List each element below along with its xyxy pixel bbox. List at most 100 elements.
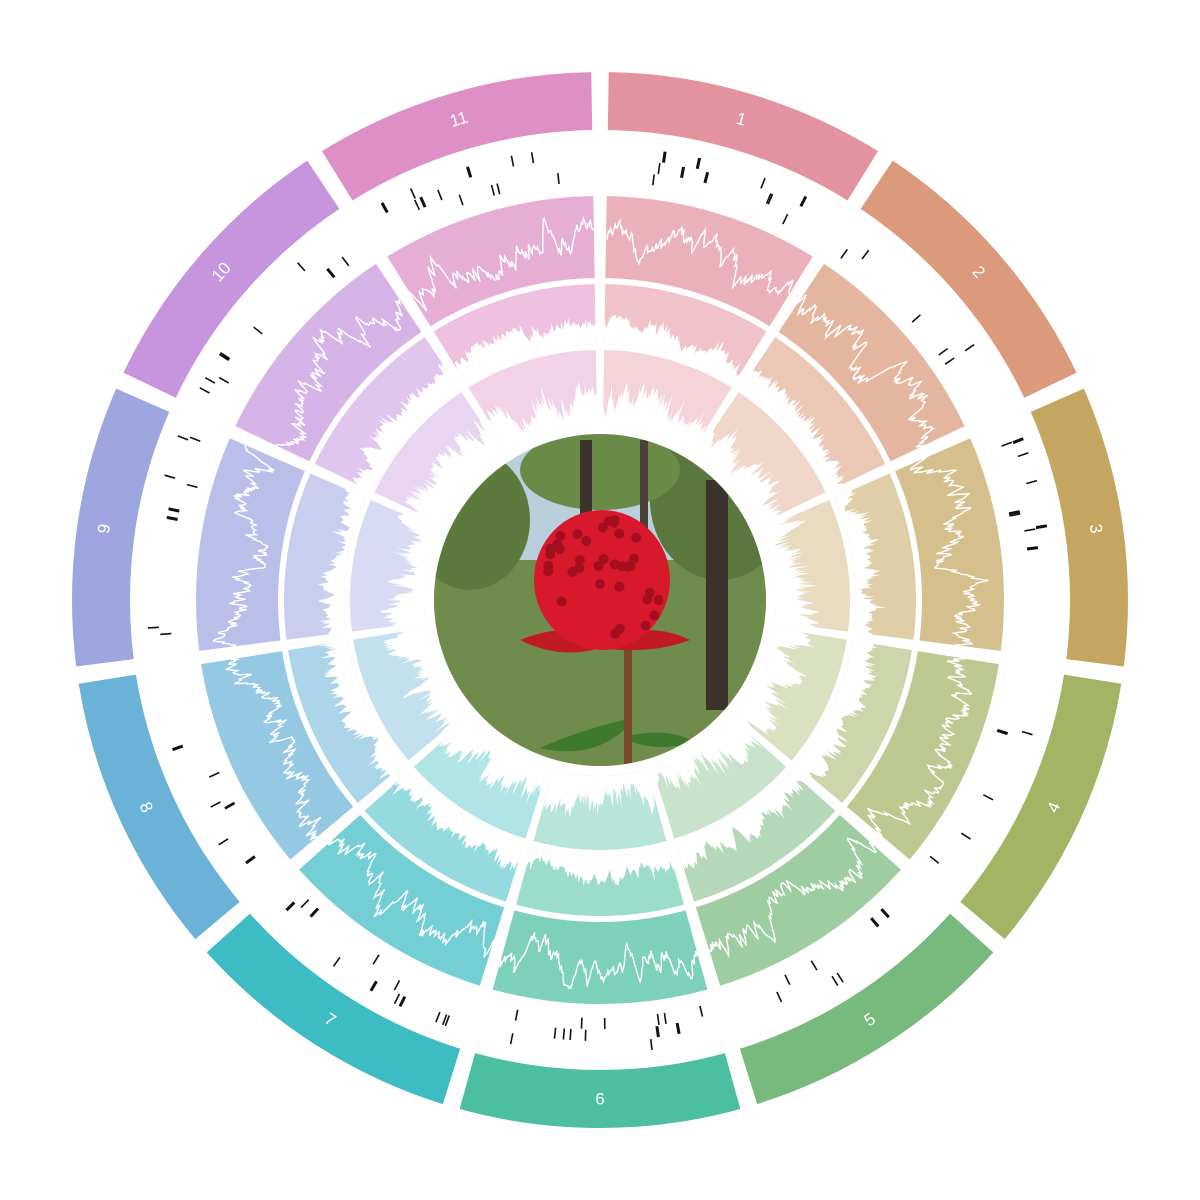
feature-tick xyxy=(409,188,416,199)
feature-tick xyxy=(458,194,464,206)
photo-bloom-floret xyxy=(629,553,639,564)
density-area-outer xyxy=(604,314,741,383)
line-plot-trace xyxy=(866,658,973,837)
photo-trunk xyxy=(706,480,728,710)
feature-tick xyxy=(1021,730,1033,736)
feature-tick xyxy=(880,908,890,919)
feature-tick xyxy=(553,1027,557,1039)
chromosome-label: 3 xyxy=(1086,523,1106,535)
feature-tick xyxy=(840,248,848,259)
feature-tick xyxy=(911,314,921,323)
photo-bloom-floret xyxy=(614,623,625,634)
line-plot-trace xyxy=(225,658,322,841)
photo-bloom-floret xyxy=(567,566,578,577)
feature-tick xyxy=(309,907,320,918)
feature-tick xyxy=(332,956,341,967)
chromosome-6-ideogram xyxy=(459,1053,741,1128)
density-area-inner xyxy=(761,516,820,628)
feature-tick xyxy=(760,177,766,189)
chromosome-10-ideogram xyxy=(123,160,340,398)
line-plot-trace xyxy=(212,444,275,648)
chromosome-1-feature-ticks xyxy=(652,151,808,225)
feature-tick xyxy=(413,199,421,211)
chromosome-5-line-track xyxy=(695,814,901,986)
feature-tick xyxy=(657,162,661,175)
density-area-outer xyxy=(319,640,404,779)
chromosome-2-density-track-inner xyxy=(697,391,826,525)
chromosome-4-line-track xyxy=(846,651,999,860)
feature-tick xyxy=(1024,528,1036,532)
photo-bloom-floret xyxy=(556,596,567,607)
feature-tick xyxy=(208,771,220,778)
feature-tick xyxy=(166,517,178,521)
chromosome-7-feature-ticks xyxy=(285,899,450,1027)
feature-tick xyxy=(466,166,473,178)
chromosome-label: 9 xyxy=(94,523,114,535)
chromosome-label: 11 xyxy=(448,108,470,131)
feature-tick xyxy=(490,184,496,196)
density-area-outer xyxy=(392,770,524,872)
density-area-outer xyxy=(526,846,674,886)
feature-tick xyxy=(776,991,783,1003)
photo-trunk xyxy=(640,440,648,590)
photo-bloom-floret xyxy=(595,579,605,590)
feature-tick xyxy=(245,855,256,865)
feature-tick xyxy=(836,972,844,983)
feature-tick xyxy=(699,1005,704,1017)
feature-tick xyxy=(177,435,189,441)
feature-tick xyxy=(186,483,198,489)
feature-tick xyxy=(982,794,994,801)
feature-tick xyxy=(557,173,560,185)
density-area-inner xyxy=(383,627,466,734)
feature-tick xyxy=(160,632,172,636)
feature-tick xyxy=(1026,479,1038,485)
feature-tick xyxy=(703,171,710,184)
feature-tick xyxy=(164,474,176,479)
feature-tick xyxy=(341,256,350,267)
feature-tick xyxy=(224,802,236,810)
chromosome-8-ideogram xyxy=(78,674,240,940)
photo-bloom-floret xyxy=(653,595,664,605)
chromosome-11-feature-ticks xyxy=(380,152,560,214)
feature-tick xyxy=(1026,546,1039,551)
feature-tick xyxy=(663,1012,667,1025)
line-plot-trace xyxy=(499,932,699,991)
feature-tick xyxy=(1012,437,1024,445)
feature-tick xyxy=(810,960,818,971)
density-area-outer xyxy=(796,640,878,778)
feature-tick xyxy=(784,974,791,986)
feature-tick xyxy=(435,1011,441,1023)
feature-tick xyxy=(189,436,201,443)
density-area-inner xyxy=(734,627,815,736)
chromosome-5-ideogram xyxy=(739,913,994,1105)
feature-tick xyxy=(870,917,880,928)
feature-tick xyxy=(861,249,870,260)
feature-tick xyxy=(393,980,401,991)
feature-tick xyxy=(944,357,955,365)
chromosome-5-density-track-inner xyxy=(652,717,787,839)
chromosome-10-density-track-outer xyxy=(314,337,459,490)
chromosome-9-ideogram xyxy=(71,388,170,667)
chromosome-9-density-track-outer xyxy=(283,473,366,640)
feature-tick xyxy=(380,202,389,214)
density-area-outer xyxy=(352,363,458,490)
photo-leaf xyxy=(632,732,695,747)
feature-tick xyxy=(767,193,774,205)
feature-tick xyxy=(782,213,789,225)
photo-bloom-floret xyxy=(555,530,566,541)
density-area-inner xyxy=(543,769,655,818)
feature-tick xyxy=(204,377,216,384)
chromosome-9-line-track xyxy=(195,438,305,651)
line-plot-trace xyxy=(327,838,495,958)
density-area-inner xyxy=(602,382,708,451)
feature-tick xyxy=(398,995,407,1008)
feature-tick xyxy=(224,801,235,809)
density-area-inner xyxy=(652,717,763,791)
chromosome-9-feature-ticks xyxy=(147,435,201,636)
feature-tick xyxy=(680,166,686,179)
photo-bloom-floret xyxy=(598,554,609,565)
chromosome-2-ideogram xyxy=(860,160,1077,398)
chromosome-1-ideogram xyxy=(607,72,879,201)
photo-bloom-floret xyxy=(644,587,655,598)
